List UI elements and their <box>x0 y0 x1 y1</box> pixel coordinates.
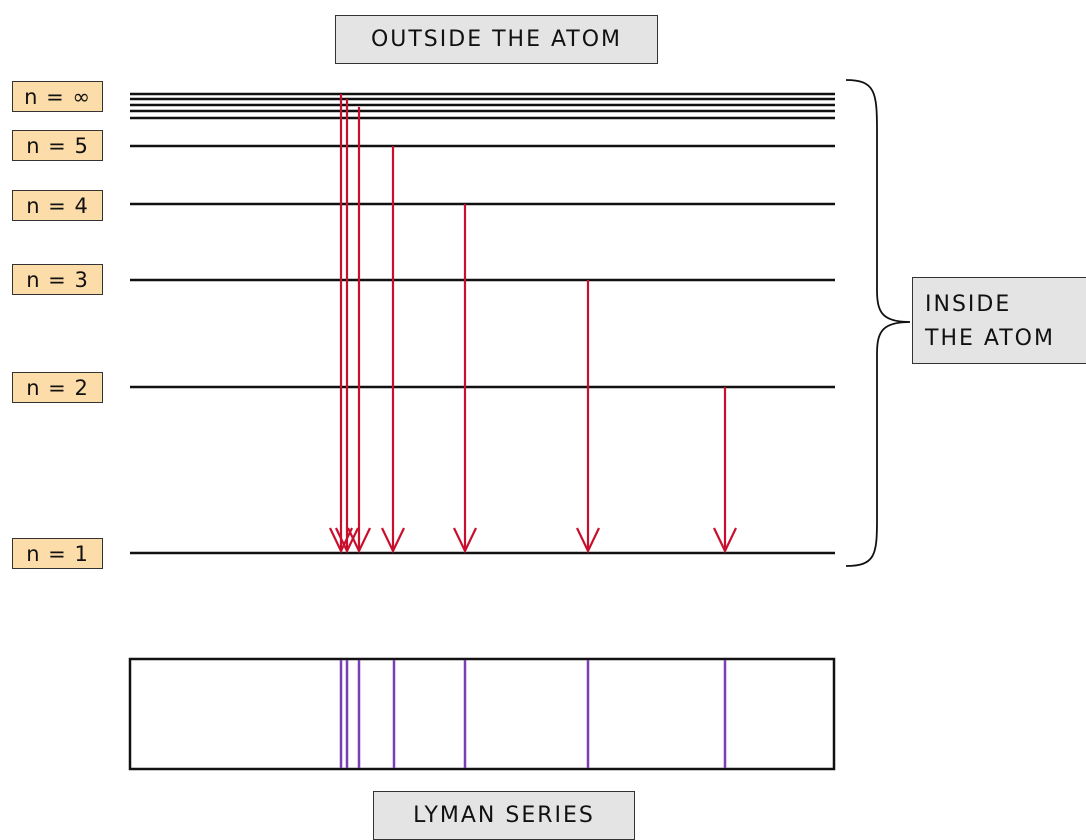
arrow-from-n5 <box>381 146 405 554</box>
transition-arrows <box>329 94 737 554</box>
inside-atom-label-line2: THE ATOM <box>925 326 1055 351</box>
arrow-from-infinity <box>329 94 353 554</box>
arrow-from-n7 <box>335 99 359 554</box>
level-label-n1: n = 1 <box>12 538 103 569</box>
level-label-infinity: n = ∞ <box>12 81 103 112</box>
level-label-n3: n = 3 <box>12 264 103 295</box>
level-label-n5: n = 5 <box>12 130 103 161</box>
energy-levels <box>130 92 835 555</box>
lyman-series-label: LYMAN SERIES <box>373 791 635 840</box>
level-label-n2: n = 2 <box>12 372 103 403</box>
arrow-from-n4 <box>453 204 477 554</box>
inside-atom-label-line1: INSIDE <box>925 292 1012 317</box>
arrow-from-n2 <box>713 387 737 554</box>
spectral-lines <box>339 660 727 768</box>
level-label-n4: n = 4 <box>12 190 103 221</box>
inside-atom-label: INSIDE THE ATOM <box>912 277 1086 364</box>
outside-atom-label: OUTSIDE THE ATOM <box>335 15 658 64</box>
arrow-from-n6 <box>347 107 371 554</box>
spectrum-box <box>128 657 836 771</box>
inside-atom-brace <box>845 79 911 567</box>
arrow-from-n3 <box>576 280 600 554</box>
